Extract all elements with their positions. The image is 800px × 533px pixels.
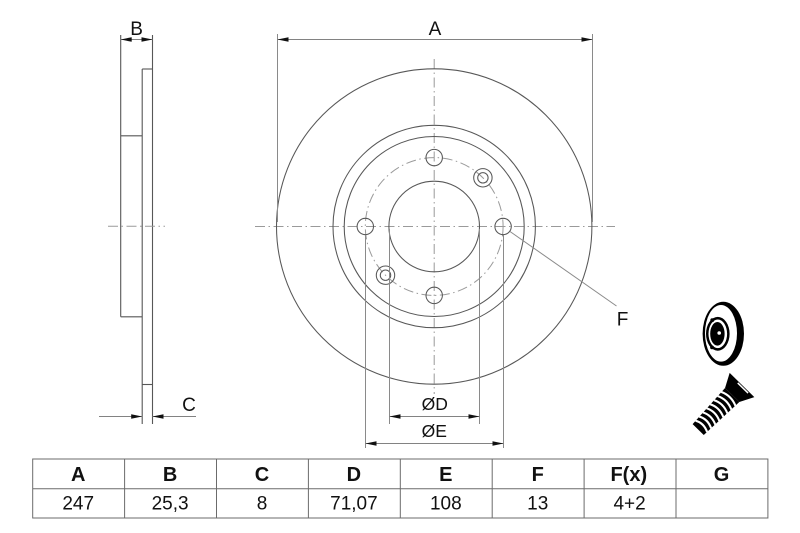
svg-text:D: D (347, 464, 361, 486)
svg-text:G: G (714, 464, 730, 486)
svg-text:B: B (163, 464, 177, 486)
svg-text:F: F (617, 310, 629, 331)
svg-text:ØE: ØE (422, 421, 447, 441)
svg-text:8: 8 (257, 494, 268, 515)
svg-text:E: E (439, 464, 452, 486)
svg-text:25,3: 25,3 (152, 494, 189, 515)
svg-text:247: 247 (62, 494, 94, 515)
svg-text:108: 108 (430, 494, 462, 515)
svg-text:A: A (71, 464, 85, 486)
svg-text:13: 13 (527, 494, 548, 515)
svg-text:C: C (182, 395, 196, 416)
svg-text:ØD: ØD (422, 394, 448, 414)
svg-text:F: F (532, 464, 544, 486)
svg-text:B: B (130, 19, 143, 40)
svg-text:71,07: 71,07 (330, 494, 378, 515)
svg-text:C: C (255, 464, 269, 486)
svg-text:4+2: 4+2 (613, 494, 645, 515)
svg-text:A: A (429, 19, 442, 40)
svg-text:F(x): F(x) (610, 464, 647, 486)
